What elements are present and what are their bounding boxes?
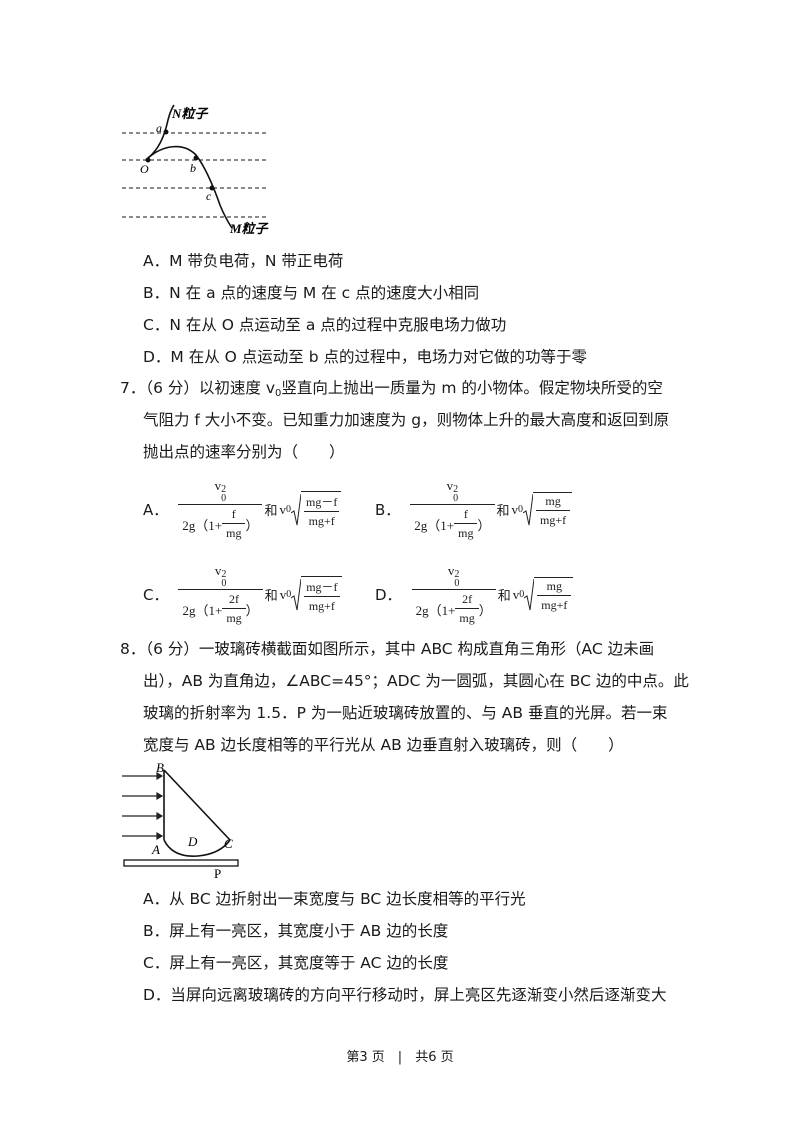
q7-stem-line-3: 抛出点的速率分别为（ ） xyxy=(143,443,345,461)
svg-text:b: b xyxy=(190,161,196,175)
svg-text:D: D xyxy=(187,834,198,849)
option-letter: C． xyxy=(143,586,169,604)
q8-option-a: A．从 BC 边折射出一束宽度与 BC 边长度相等的平行光 xyxy=(143,890,526,908)
q8-stem-line-2: 出），AB 为直角边，∠ABC=45°；ADC 为一圆弧，其圆心在 BC 边的中… xyxy=(143,672,689,690)
q6-option-c: C．N 在从 O 点运动至 a 点的过程中克服电场力做功 xyxy=(143,316,507,334)
option-letter: B． xyxy=(375,501,401,519)
q6-option-d: D．M 在从 O 点运动至 b 点的过程中，电场力对它做的功等于零 xyxy=(143,348,587,366)
glass-brick-figure: B A D C P xyxy=(122,760,239,880)
q7-stem-line-2: 气阻力 f 大小不变。已知重力加速度为 g，则物体上升的最大高度和返回到原 xyxy=(143,411,670,429)
svg-text:P: P xyxy=(214,866,221,880)
svg-text:A: A xyxy=(151,842,160,857)
and-word: 和 xyxy=(497,589,511,604)
svg-text:N粒子: N粒子 xyxy=(171,106,209,121)
n-particle-path xyxy=(147,104,175,159)
svg-text:B: B xyxy=(156,760,164,775)
q8-option-d: D．当屏向远离玻璃砖的方向平行移动时，屏上亮区先逐渐变小然后逐渐变大 xyxy=(143,986,667,1004)
svg-text:O: O xyxy=(140,162,149,176)
option-letter: D． xyxy=(375,586,402,604)
q8-stem-line-4: 宽度与 AB 边长度相等的平行光从 AB 边垂直射入玻璃砖，则（ ） xyxy=(143,736,624,754)
and-word: 和 xyxy=(264,504,278,519)
svg-text:C: C xyxy=(224,836,233,851)
q6-option-b: B．N 在 a 点的速度与 M 在 c 点的速度大小相同 xyxy=(143,284,480,302)
q8-stem-line-1: 8．（6 分）一玻璃砖横截面如图所示，其中 ABC 构成直角三角形（AC 边未画 xyxy=(120,640,655,658)
sqrt-sign-icon xyxy=(290,493,301,525)
page-footer: 第3 页 | 共6 页 xyxy=(346,1050,454,1065)
svg-text:M粒子: M粒子 xyxy=(229,221,270,236)
q8-stem-line-3: 玻璃的折射率为 1.5．P 为一贴近玻璃砖放置的、与 AB 垂直的光屏。若一束 xyxy=(143,704,668,722)
svg-text:a: a xyxy=(156,121,162,135)
and-word: 和 xyxy=(264,589,278,604)
q6-option-a: A．M 带负电荷，N 带正电荷 xyxy=(143,252,344,270)
q8-option-c: C．屏上有一亮区，其宽度等于 AC 边的长度 xyxy=(143,954,449,972)
sqrt-sign-icon xyxy=(523,493,534,525)
q8-option-b: B．屏上有一亮区，其宽度小于 AB 边的长度 xyxy=(143,922,449,940)
q7-stem-line-1: 7．（6 分）以初速度 v0竖直向上抛出一质量为 m 的小物体。假定物块所受的空 xyxy=(120,379,663,399)
particle-trajectory-figure: N粒子 a O b c M粒子 xyxy=(122,104,270,236)
svg-text:c: c xyxy=(206,189,212,203)
and-word: 和 xyxy=(496,504,510,519)
sqrt-sign-icon xyxy=(524,578,535,610)
option-letter: A． xyxy=(143,501,169,519)
m-particle-path xyxy=(147,145,233,229)
sqrt-sign-icon xyxy=(291,578,302,610)
